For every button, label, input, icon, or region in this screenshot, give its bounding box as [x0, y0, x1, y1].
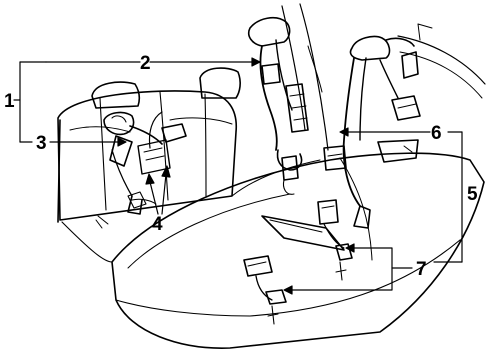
callout-labels: 1 2 3 4 5 6 7 — [4, 53, 478, 280]
callout-7: 7 — [416, 259, 427, 280]
rear-window-pillar — [281, 3, 486, 151]
callout-2: 2 — [140, 53, 151, 74]
callout-6: 6 — [431, 123, 442, 144]
callout-5: 5 — [467, 184, 478, 205]
callout-3: 3 — [36, 133, 47, 154]
rear-seat-back — [57, 67, 241, 223]
callout-4: 4 — [152, 214, 163, 235]
buckle-assemblies — [95, 191, 353, 325]
left-seat-belt-assembly — [103, 111, 187, 215]
callout-1: 1 — [4, 91, 15, 112]
right-shoulder-belt-retractor — [323, 35, 421, 229]
leader-lines — [13, 57, 463, 295]
center-shoulder-belt-retractor — [247, 16, 309, 195]
